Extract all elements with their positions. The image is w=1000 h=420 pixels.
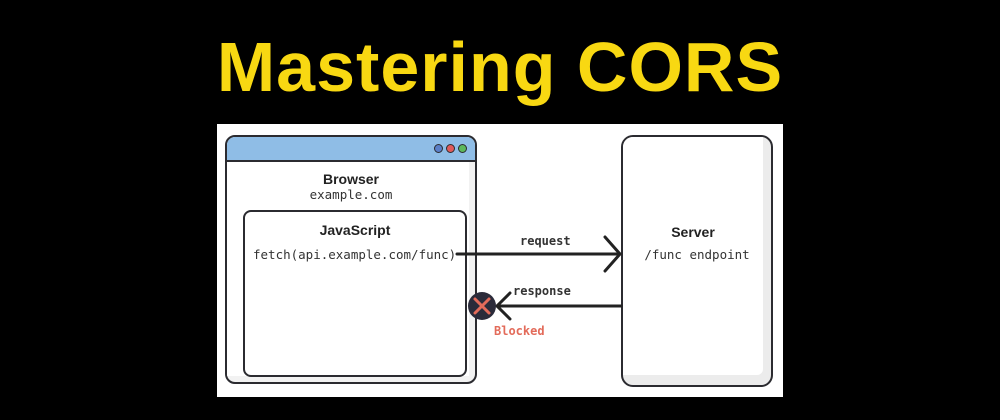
server-label: Server — [671, 224, 715, 240]
arrows-layer — [455, 235, 623, 321]
cors-diagram: Browser example.com JavaScript fetch(api… — [217, 124, 783, 397]
window-dot-icon — [434, 144, 443, 153]
window-dot-icon — [446, 144, 455, 153]
browser-window: Browser example.com JavaScript fetch(api… — [225, 135, 477, 384]
blocked-label: Blocked — [494, 324, 545, 338]
browser-origin: example.com — [309, 187, 393, 202]
server-box: Server /func endpoint — [621, 135, 773, 387]
blocked-x-icon — [468, 292, 496, 320]
browser-title-bar — [227, 137, 475, 162]
server-endpoint: /func endpoint — [644, 247, 750, 262]
response-arrow — [494, 291, 623, 321]
fetch-code: fetch(api.example.com/func) — [253, 247, 457, 262]
window-dot-icon — [458, 144, 467, 153]
page-title: Mastering CORS — [216, 28, 784, 106]
response-label: response — [513, 284, 571, 298]
request-arrow — [455, 235, 623, 273]
browser-label: Browser — [322, 171, 380, 187]
javascript-label: JavaScript — [319, 222, 391, 238]
javascript-box: JavaScript fetch(api.example.com/func) — [243, 210, 467, 377]
request-label: request — [520, 234, 571, 248]
